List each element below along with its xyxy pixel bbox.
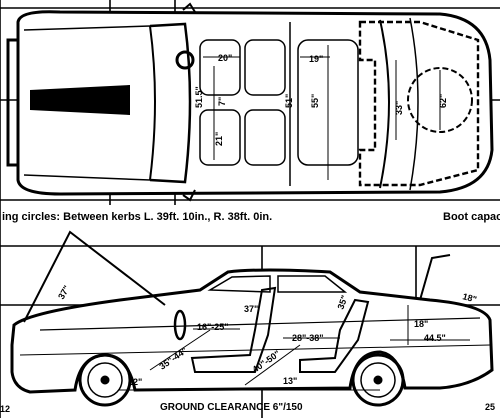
turning-circles-caption: ing circles: Between kerbs L. 39ft. 10in…	[2, 211, 272, 223]
boot-depth-label: 33"	[394, 101, 404, 115]
rear-legroom-label: 28"-38"	[292, 333, 324, 343]
car-side-view	[10, 230, 494, 407]
left-edge-label: 12	[0, 404, 10, 414]
front-seat-height-label: 12"	[128, 377, 142, 387]
boot-height-label: 18"	[414, 319, 428, 329]
front-seat-gap-label: 7"	[217, 97, 227, 106]
windscreen-angle-label: 37"	[244, 304, 258, 314]
front-legroom-label: 16"-25"	[197, 322, 229, 332]
front-shoulder-width-label: 51.5"	[194, 86, 204, 108]
boot-lid-angle-label: 18"	[461, 291, 477, 304]
bonnet-angle-label: 37"	[56, 284, 72, 301]
car-top-view	[6, 2, 494, 202]
front-seat-depth-label: 21"	[214, 132, 224, 146]
boot-width-label: 62"	[438, 94, 448, 108]
right-edge-label: 25	[485, 402, 495, 412]
boot-capacity-caption: Boot capac	[443, 211, 500, 223]
rear-seat-width-label: 19"	[309, 54, 323, 64]
mid-width-label: 51"	[284, 94, 294, 108]
rear-width-label: 55"	[310, 94, 320, 108]
rear-seat-height-label: 13"	[283, 376, 297, 386]
boot-length-label: 44.5"	[424, 333, 446, 343]
front-seat-width-label: 20"	[218, 53, 232, 63]
ground-clearance-caption: GROUND CLEARANCE 6"/150	[160, 402, 303, 413]
rear-screen-angle-label: 35"	[335, 294, 349, 311]
